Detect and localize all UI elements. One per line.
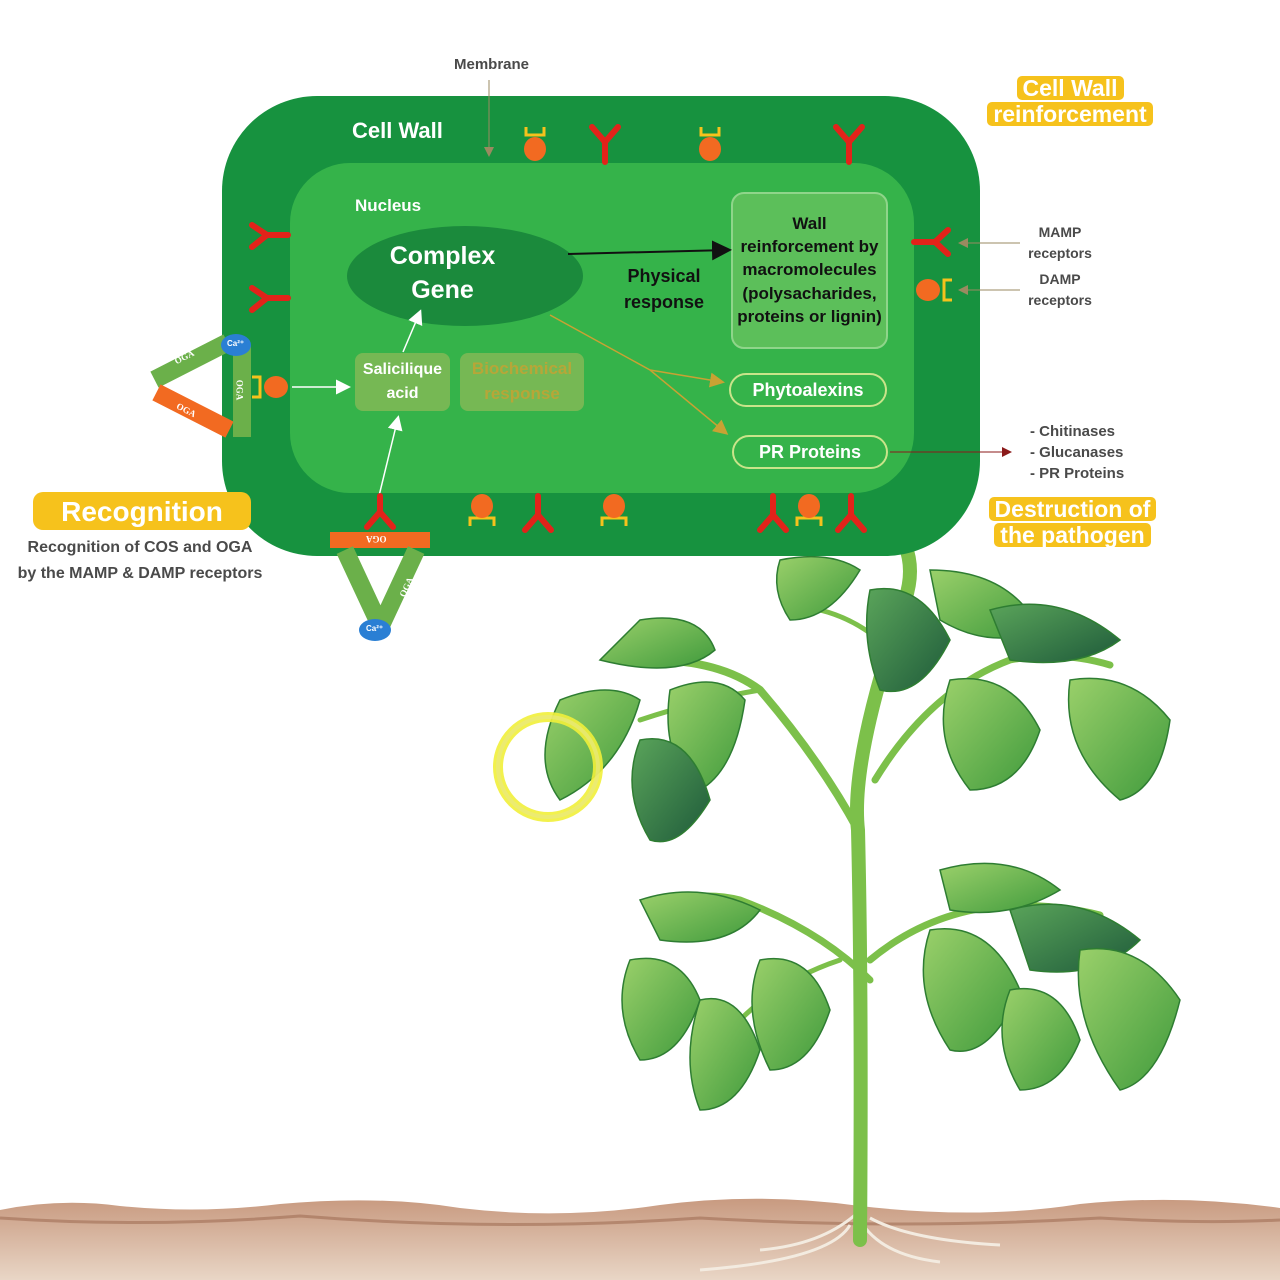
wall-line-5: proteins or lignin) xyxy=(737,306,882,326)
oga-label: OGA xyxy=(366,534,387,544)
wall-reinforcement-box xyxy=(731,192,888,349)
phytoalexins-label: Phytoalexins xyxy=(752,379,864,400)
badge-line: the pathogen xyxy=(994,523,1151,547)
destruction-badge: Destruction of the pathogen xyxy=(970,497,1175,547)
damp-line2: receptors xyxy=(1028,292,1092,308)
badge-line: Destruction of xyxy=(988,497,1157,521)
complex-gene-node xyxy=(347,226,583,326)
salicylic-line1: Salicilique xyxy=(362,361,443,378)
arrow-gene-to-wall xyxy=(567,240,732,261)
soil xyxy=(0,1198,1280,1280)
calcium-label: Ca²⁺ xyxy=(366,624,384,633)
mamp-line2: receptors xyxy=(1028,245,1092,261)
cell-wall-reinforcement-badge: Cell Wall reinforcement xyxy=(970,76,1170,126)
output-glucanases: - Glucanases xyxy=(1030,444,1124,461)
damp-line1: DAMP xyxy=(1039,271,1081,287)
pr-proteins-box xyxy=(732,435,888,469)
mamp-receptor-icon xyxy=(249,124,951,533)
output-pr-proteins: - PR Proteins xyxy=(1030,465,1125,482)
membrane-label: Membrane xyxy=(454,56,530,73)
recognition-caption: Recognition of COS and OGA by the MAMP &… xyxy=(10,534,270,588)
nucleus-label: Nucleus xyxy=(355,196,422,215)
recognition-caption-line1: Recognition of COS and OGA xyxy=(27,539,253,557)
phytoalexins-box xyxy=(729,373,887,407)
cell-wall-label: Cell Wall xyxy=(352,118,443,143)
wall-line-1: Wall xyxy=(792,214,827,234)
salicylic-line2: acid xyxy=(386,385,419,402)
arrow-gene-to-pr xyxy=(649,369,729,435)
physical-response-label: Physical response xyxy=(614,260,714,318)
wall-line-3: macromolecules xyxy=(742,260,877,280)
physical-response-line2: response xyxy=(623,292,705,312)
physical-response-line1: Physical xyxy=(627,265,701,286)
mamp-line1: MAMP xyxy=(1038,224,1082,240)
recognition-badge: Recognition xyxy=(33,492,251,530)
oga-label: OGA xyxy=(234,379,245,401)
salicylic-acid-box xyxy=(355,353,450,411)
wall-line-4: (polysacharides, xyxy=(742,283,877,303)
badge-line: Cell Wall xyxy=(1016,76,1124,100)
biochemical-response-box xyxy=(460,353,584,411)
arrow-receptor-to-acid xyxy=(377,415,403,501)
salicylic-acid-label: Salicilique acid xyxy=(355,353,450,411)
wall-line-2: reinforcement by xyxy=(740,237,879,257)
complex-gene-line1: Complex xyxy=(389,242,496,271)
badge-line: reinforcement xyxy=(987,102,1153,126)
arrow-gene-to-phyto xyxy=(549,314,651,371)
mamp-receptors-label: MAMP receptors xyxy=(1020,222,1100,264)
biochemical-line2: response xyxy=(484,384,560,403)
damp-receptor-icon xyxy=(252,127,952,526)
arrow-acid-to-gene xyxy=(402,309,423,353)
wall-reinforcement-label: Wall reinforcement by macromolecules (po… xyxy=(732,195,887,345)
biochemical-response-label: Biochemical response xyxy=(460,353,584,411)
output-list: - Chitinases - Glucanases - PR Proteins xyxy=(1030,421,1124,484)
oga-fragment-left xyxy=(150,334,251,438)
oga-fragment-bottom xyxy=(330,532,430,641)
complex-gene-line2: Gene xyxy=(411,276,474,304)
damp-receptors-label: DAMP receptors xyxy=(1020,269,1100,311)
calcium-label: Ca²⁺ xyxy=(227,339,245,348)
biochemical-line1: Biochemical xyxy=(471,359,573,379)
output-chitinases: - Chitinases xyxy=(1030,423,1116,440)
complex-gene-label: Complex Gene xyxy=(370,234,515,314)
recognition-caption-line2: by the MAMP & DAMP receptors xyxy=(17,565,263,582)
pr-proteins-label: PR Proteins xyxy=(758,441,862,462)
